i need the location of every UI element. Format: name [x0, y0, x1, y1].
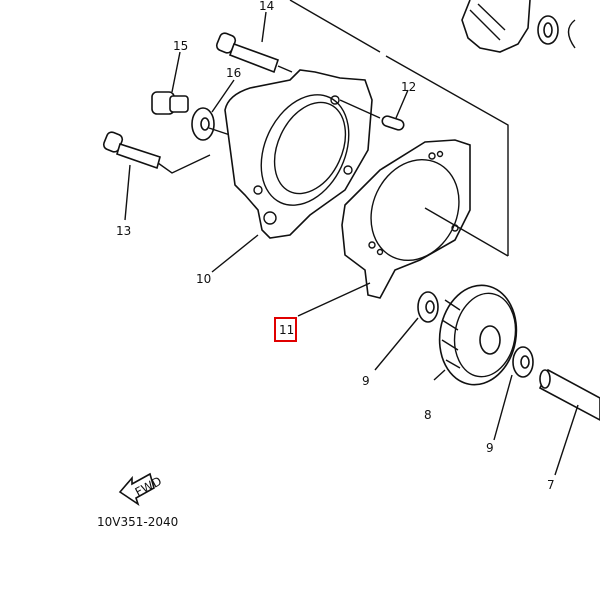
callout-13[interactable]: 13 [116, 224, 131, 238]
part-code: 10V351-2040 [97, 515, 178, 529]
fwd-arrow-icon: FWD [118, 472, 164, 506]
callout-16[interactable]: 16 [226, 66, 241, 80]
callout-14[interactable]: 14 [259, 0, 274, 13]
bolt-13[interactable] [102, 131, 211, 174]
svg-text:FWD: FWD [133, 474, 164, 500]
washer-9-upper[interactable] [417, 291, 439, 323]
washer-16[interactable] [191, 107, 231, 141]
callout-7[interactable]: 7 [547, 478, 555, 492]
gear-partial-top [461, 0, 576, 53]
gear-8[interactable] [432, 279, 524, 391]
callout-12[interactable]: 12 [401, 80, 416, 94]
assembly-outline [289, 0, 509, 256]
highlight-box [274, 317, 297, 342]
leader-lines [124, 11, 579, 476]
callout-10[interactable]: 10 [196, 272, 211, 286]
callout-11[interactable]: 11 [279, 323, 294, 337]
callout-15[interactable]: 15 [173, 39, 188, 53]
dowel-pin-12[interactable] [381, 115, 405, 131]
callout-8[interactable]: 8 [424, 408, 432, 422]
plug-15[interactable] [151, 91, 189, 115]
washer-9-lower[interactable] [512, 346, 534, 378]
callout-9-lower[interactable]: 9 [486, 441, 494, 455]
bolt-14[interactable] [215, 32, 293, 74]
shaft-7[interactable] [538, 368, 600, 421]
callout-9-upper[interactable]: 9 [362, 374, 370, 388]
gasket-11[interactable] [341, 139, 509, 299]
pump-housing-10[interactable] [224, 69, 381, 239]
